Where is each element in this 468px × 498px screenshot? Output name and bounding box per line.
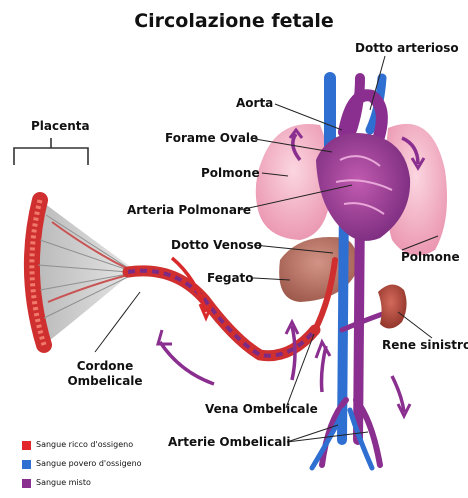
placenta-organ <box>32 200 135 345</box>
label-polmone-right: Polmone <box>401 250 460 265</box>
label-forame-ovale: Forame Ovale <box>165 131 258 146</box>
label-arterie-ombelicali: Arterie Ombelicali <box>168 435 291 450</box>
legend-swatch-purple <box>22 479 31 488</box>
label-dotto-arterioso: Dotto arterioso <box>355 41 459 56</box>
label-cordone-line2: Ombelicale <box>66 374 144 389</box>
label-cordone-line1: Cordone <box>66 359 144 374</box>
label-placenta: Placenta <box>31 119 90 134</box>
kidney-organ <box>378 284 407 328</box>
fetal-circulation-diagram: Circolazione fetale <box>0 0 468 486</box>
legend-swatch-red <box>22 441 31 450</box>
label-rene-sinistro: Rene sinistro <box>382 338 468 353</box>
legend-label: Sangue povero d'ossigeno <box>36 459 142 468</box>
label-dotto-venoso: Dotto Venoso <box>171 238 262 253</box>
legend-label: Sangue ricco d'ossigeno <box>36 440 133 449</box>
placenta-bracket <box>14 138 88 165</box>
label-fegato: Fegato <box>207 271 254 286</box>
label-polmone-left: Polmone <box>201 166 260 181</box>
label-vena-ombelicale: Vena Ombelicale <box>205 402 318 417</box>
label-aorta: Aorta <box>236 96 273 111</box>
legend-swatch-blue <box>22 460 31 469</box>
label-cordone-ombelicale: Cordone Ombelicale <box>66 359 144 389</box>
label-arteria-polmonare: Arteria Polmonare <box>127 203 251 218</box>
